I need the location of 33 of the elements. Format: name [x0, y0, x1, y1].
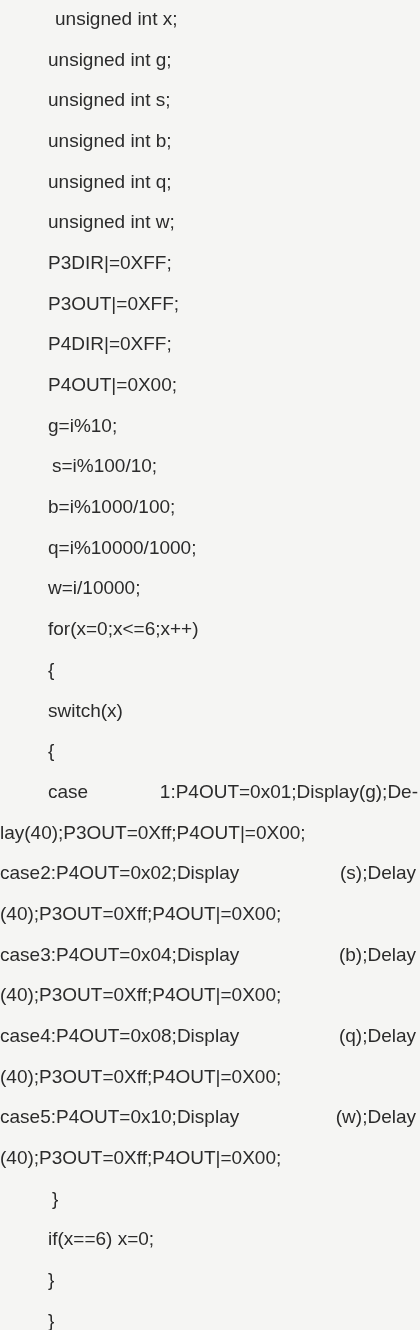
- code-line: unsigned int q;: [48, 171, 172, 191]
- code-line: case5:P4OUT=0x10;Display (w);Delay: [0, 1107, 417, 1127]
- code-line: P4OUT|=0X00;: [48, 375, 178, 395]
- code-line: lay(40);P3OUT=0Xff;P4OUT|=0X00;: [0, 822, 306, 842]
- code-line: {: [48, 659, 55, 679]
- code-line: if(x==6) x=0;: [48, 1229, 155, 1249]
- code-line: unsigned int x;: [55, 8, 178, 28]
- code-line: w=i/10000;: [48, 578, 141, 598]
- code-line: q=i%10000/1000;: [48, 537, 197, 557]
- code-line: }: [48, 1270, 55, 1290]
- code-line: unsigned int w;: [48, 212, 175, 232]
- code-line: case 1:P4OUT=0x01;Display(g);De-: [48, 781, 419, 801]
- code-line: case4:P4OUT=0x08;Display (q);Delay: [0, 1026, 417, 1046]
- code-line: g=i%10;: [48, 415, 118, 435]
- code-line: s=i%100/10;: [52, 456, 158, 476]
- code-line: P3OUT|=0XFF;: [48, 293, 180, 313]
- code-line: (40);P3OUT=0Xff;P4OUT|=0X00;: [0, 1148, 282, 1168]
- code-line: b=i%1000/100;: [48, 497, 176, 517]
- code-line: }: [52, 1188, 59, 1208]
- code-line: P4DIR|=0XFF;: [48, 334, 172, 354]
- code-line: case2:P4OUT=0x02;Display (s);Delay: [0, 863, 417, 883]
- code-line: for(x=0;x<=6;x++): [48, 619, 199, 639]
- code-line: }: [48, 1310, 55, 1330]
- code-line: (40);P3OUT=0Xff;P4OUT|=0X00;: [0, 985, 282, 1005]
- code-line: switch(x): [48, 700, 123, 720]
- code-line: unsigned int b;: [48, 130, 172, 150]
- code-line: (40);P3OUT=0Xff;P4OUT|=0X00;: [0, 903, 282, 923]
- code-line: P3DIR|=0XFF;: [48, 252, 172, 272]
- code-line: {: [48, 741, 55, 761]
- code-line: case3:P4OUT=0x04;Display (b);Delay: [0, 944, 417, 964]
- code-line: unsigned int g;: [48, 49, 172, 69]
- code-line: (40);P3OUT=0Xff;P4OUT|=0X00;: [0, 1066, 282, 1086]
- code-line: unsigned int s;: [48, 90, 171, 110]
